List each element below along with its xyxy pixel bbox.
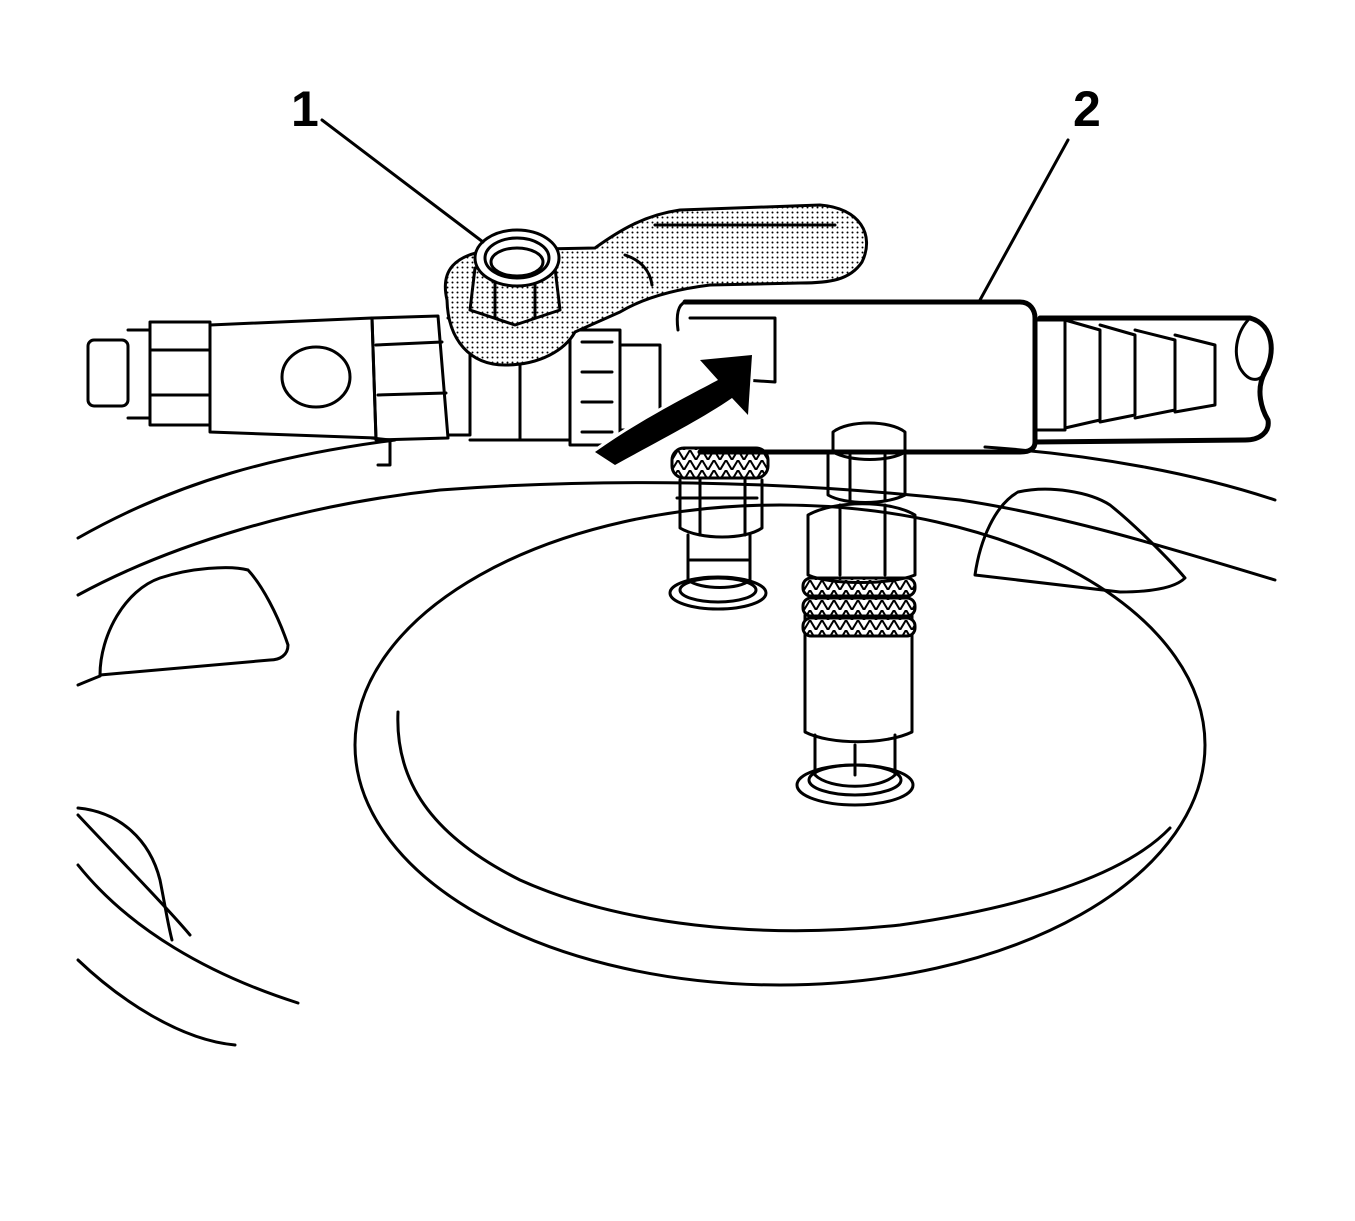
callout-label-2: 2 — [1073, 81, 1101, 137]
left-bump — [98, 566, 290, 677]
callout-label-1: 1 — [291, 81, 319, 137]
t-fitting-body — [675, 299, 1038, 455]
rear-valve-fitting — [668, 446, 770, 611]
valve-stem-nut — [468, 228, 562, 327]
cover-plate — [353, 503, 1207, 987]
hose-barb — [1032, 315, 1274, 445]
cover-plate-inner — [396, 710, 1172, 933]
front-valve-fitting — [795, 421, 917, 807]
right-bump — [973, 487, 1187, 594]
valve-handle — [443, 203, 868, 367]
leader-line-2 — [978, 138, 1070, 302]
leader-line-1 — [320, 118, 485, 244]
housing-arcs — [76, 438, 1277, 1047]
